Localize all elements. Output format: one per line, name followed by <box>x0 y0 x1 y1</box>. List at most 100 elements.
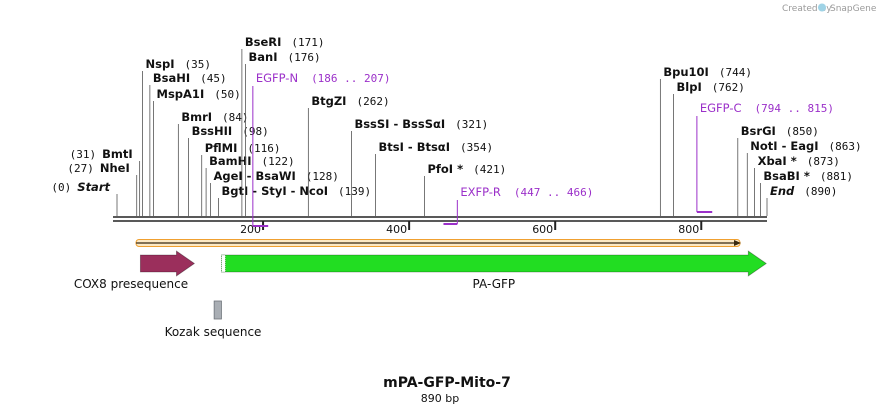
site-name: BlpI <box>677 80 702 94</box>
ruler-tick-label: 200 <box>240 223 261 236</box>
site-position: (890) <box>804 185 837 198</box>
primer-name: EGFP-N <box>256 71 298 85</box>
site-position: (744) <box>719 66 752 79</box>
primer-egfp-c: EGFP-C(794 .. 815) <box>696 101 834 213</box>
site-name: Start <box>77 180 110 194</box>
primer-egfp-n: EGFP-N (186 .. 207) <box>252 71 391 227</box>
site-name: BanI <box>249 50 278 64</box>
site-position: (863) <box>828 140 861 153</box>
site-name: BtsI - BtsαI <box>379 140 450 154</box>
site-position: (31) <box>70 148 97 161</box>
site-name: PflMI <box>205 141 238 155</box>
site-pflmi: PflMI (116) <box>201 141 281 216</box>
site-name: BsrGI <box>741 124 776 138</box>
site-position: (262) <box>356 95 389 108</box>
primer-range: (447 .. 466) <box>514 186 593 199</box>
ruler-tick-label: 400 <box>386 223 407 236</box>
site-name: BtgZI <box>311 94 346 108</box>
site-end: End (890) <box>766 184 837 216</box>
site-position: (27) <box>67 162 94 175</box>
site-position: (35) <box>185 58 212 71</box>
site-name: AgeI - BsaWI <box>213 169 295 183</box>
site-bsssi-bsss-i: BssSI - BssSαI (321) <box>351 117 488 216</box>
feature-label: PA-GFP <box>473 277 516 291</box>
site-agei-bsawi: AgeI - BsaWI (128) <box>210 169 339 216</box>
site-name: BmtI <box>102 147 133 161</box>
site-position: (128) <box>306 170 339 183</box>
site-mspa1i: MspA1I(50) <box>153 87 241 216</box>
site-bsahi: BsaHI (45) <box>149 71 227 216</box>
site-position: (850) <box>786 125 819 138</box>
site-position: (122) <box>262 155 295 168</box>
primers: EGFP-N (186 .. 207) EXFP-R (447 .. 466) EGFP… <box>252 71 834 227</box>
primer-range: (186 .. 207) <box>311 72 390 85</box>
map-title: mPA-GFP-Mito-7 890 bp <box>383 375 511 405</box>
site-position: (873) <box>807 155 840 168</box>
primer-exfp-r: EXFP-R (447 .. 466) <box>443 185 593 225</box>
site-position: (171) <box>291 36 324 49</box>
site-name: Bpu10I <box>663 65 708 79</box>
site-start: Start (0) <box>51 180 118 216</box>
site-name: BmrI <box>181 110 212 124</box>
site-name: NheI <box>100 161 130 175</box>
site-name: End <box>770 184 795 198</box>
site-name: BamHI <box>209 154 251 168</box>
feature-cox8-presequence: COX8 presequence <box>74 250 196 291</box>
site-position: (321) <box>455 118 488 131</box>
site-name: BseRI <box>245 35 282 49</box>
features: COX8 presequence PA-GFP Kozak sequence <box>74 250 767 339</box>
site-labels: Start (0) NheI (27) BmtI (31) NspI (35)BsaHI (45… <box>51 35 862 216</box>
site-position: (98) <box>242 125 269 138</box>
site-bgti-styi-ncoi: BgtI - StyI - NcoI (139) <box>218 184 371 216</box>
feature-arrow <box>139 250 196 277</box>
snapgene-credit: Created by SnapGene <box>782 3 877 14</box>
site-noti-eagi: NotI - EagI (863) <box>746 139 862 216</box>
site-bsrgi: BsrGI (850) <box>737 124 819 216</box>
site-name: NotI - EagI <box>750 139 818 153</box>
site-name: PfoI * <box>427 162 463 176</box>
site-name: MspA1I <box>157 87 205 101</box>
ruler-tick-label: 600 <box>532 223 553 236</box>
site-name: XbaI * <box>758 154 797 168</box>
site-name: BsaHI <box>153 71 190 85</box>
construct-length: 890 bp <box>421 392 459 405</box>
site-pfoi: PfoI *(421) <box>424 162 506 216</box>
site-btsi-bts-i: BtsI - BtsαI (354) <box>375 140 493 216</box>
site-bsabi: BsaBI * (881) <box>760 169 853 216</box>
feature-pa-gfp: PA-GFP <box>221 250 767 291</box>
site-position: (139) <box>338 185 371 198</box>
feature-label: Kozak sequence <box>165 325 262 339</box>
credit-brand: SnapGene <box>830 4 877 14</box>
site-name: BssSI - BssSαI <box>354 117 445 131</box>
site-name: BgtI - StyI - NcoI <box>222 184 329 198</box>
feature-label: COX8 presequence <box>74 277 188 291</box>
snapgene-logo-icon <box>818 3 826 12</box>
site-bpu10i: Bpu10I (744) <box>659 65 752 216</box>
site-name: BsaBI * <box>763 169 809 183</box>
site-name: BssHII <box>192 124 233 138</box>
site-nhei: NheI (27) <box>67 161 138 216</box>
site-blpi: BlpI (762) <box>673 80 745 216</box>
site-position: (354) <box>460 141 493 154</box>
site-bmti: BmtI (31) <box>70 147 141 216</box>
site-position: (762) <box>712 81 745 94</box>
feature-kozak-sequence: Kozak sequence <box>165 300 262 339</box>
site-bamhi: BamHI (122) <box>205 154 295 216</box>
site-position: (176) <box>288 51 321 64</box>
orf-arrow-icon <box>734 240 741 246</box>
site-btgzi: BtgZI (262) <box>307 94 390 216</box>
site-position: (45) <box>200 72 227 85</box>
primer-name: EXFP-R <box>460 185 501 199</box>
orf-bar <box>135 239 741 247</box>
site-xbai: XbaI * (873) <box>754 154 840 216</box>
site-position: (881) <box>820 170 853 183</box>
construct-name: mPA-GFP-Mito-7 <box>383 375 511 391</box>
feature-start-marker <box>221 254 226 273</box>
site-position: (84) <box>222 111 249 124</box>
site-position: (116) <box>247 142 280 155</box>
feature-arrow <box>221 250 767 277</box>
site-position: (0) <box>51 181 71 194</box>
site-name: NspI <box>146 57 175 71</box>
